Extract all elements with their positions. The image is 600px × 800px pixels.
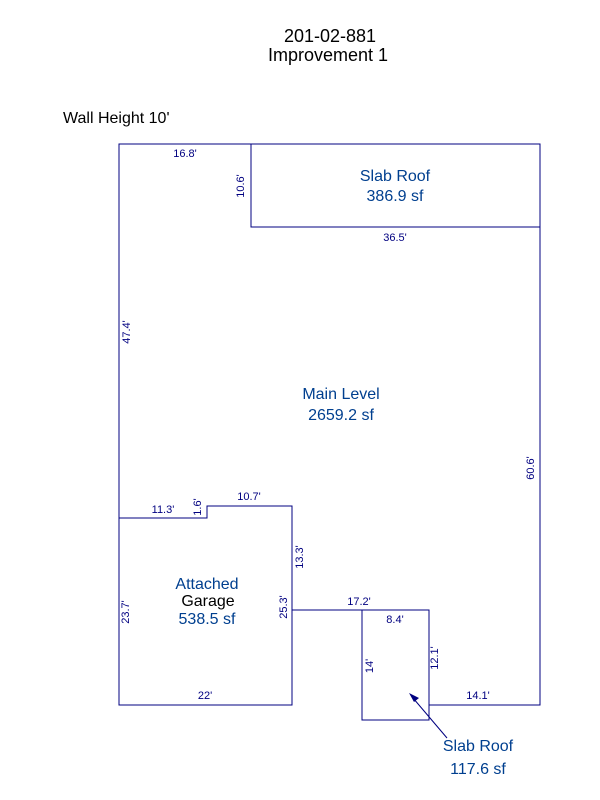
slab-roof-bottom-name: Slab Roof: [443, 738, 514, 755]
dim-slab-bottom: 36.5': [383, 232, 407, 244]
slab-roof-top-outline: [250, 144, 540, 228]
main-level-size: 2659.2 sf: [308, 407, 374, 424]
slab-roof-top-size: 386.9 sf: [367, 188, 424, 205]
dim-right-bottom: 14.1': [466, 690, 490, 702]
dim-middle-bottom: 17.2': [347, 596, 371, 608]
dim-step-top: 10.7': [237, 491, 261, 503]
dim-step-height: 1.6': [192, 498, 204, 515]
dim-garage-right: 25.3': [278, 595, 290, 619]
slab-roof-pointer: [412, 697, 448, 739]
wall-height-label: Wall Height 10': [63, 110, 170, 127]
slab-roof-top-name: Slab Roof: [360, 168, 431, 185]
dim-garage-right-upper: 13.3': [294, 545, 306, 569]
slab-roof-bottom-size: 117.6 sf: [450, 761, 506, 778]
garage-size: 538.5 sf: [179, 611, 236, 628]
dim-top-left: 16.8': [173, 148, 197, 160]
garage-top-outline: [119, 505, 293, 610]
garage-name-line2: Garage: [181, 593, 234, 610]
dim-small-top: 8.4': [386, 614, 403, 626]
building-outline: [118, 143, 541, 706]
dim-step-left: 11.3': [152, 504, 175, 516]
slab-roof-bottom-outline: [361, 610, 430, 721]
garage-name-line1: Attached: [175, 576, 238, 593]
dim-garage-bottom: 22': [198, 690, 212, 702]
dim-left-upper: 47.4': [121, 320, 133, 344]
dim-small-left: 14': [364, 659, 376, 673]
dim-garage-left: 23.7': [120, 600, 132, 624]
dim-small-right: 12.1': [429, 646, 441, 670]
improvement-title: Improvement 1: [268, 45, 388, 65]
dim-slab-left: 10.6': [235, 174, 247, 198]
parcel-id: 201-02-881: [284, 26, 376, 46]
pointer-arrowhead: [409, 693, 419, 702]
main-level-name: Main Level: [302, 386, 379, 403]
dim-right: 60.6': [525, 456, 537, 480]
